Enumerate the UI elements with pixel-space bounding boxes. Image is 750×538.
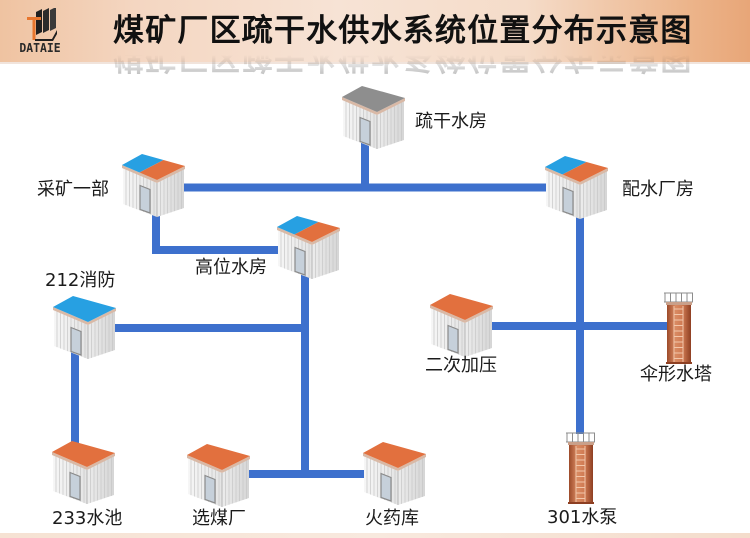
label-301-pump: 301水泵 <box>547 507 618 528</box>
label-coal-preparation-plant: 选煤厂 <box>192 508 246 529</box>
roof-orange-section <box>139 160 185 180</box>
roof-blue-section <box>545 156 587 175</box>
header-banner: DATAIE 煤矿厂区疏干水供水系统位置分布示意图 <box>0 0 750 64</box>
building-233-water-pool[interactable] <box>52 441 115 504</box>
door-icon <box>204 474 216 504</box>
roof-eave <box>277 227 340 245</box>
roof-eave <box>122 165 185 183</box>
logo-icon <box>27 8 57 41</box>
roof-orange-section <box>294 222 340 242</box>
building-coal-preparation-plant[interactable] <box>187 444 250 507</box>
label-212-fire-station: 212消防 <box>45 270 116 291</box>
roof-blue-section <box>277 216 319 235</box>
door-icon <box>380 472 392 502</box>
label-233-water-pool: 233水池 <box>52 508 123 529</box>
tower-base <box>568 502 594 504</box>
roof-blue-section <box>122 154 164 173</box>
logo-bar <box>50 8 56 31</box>
roof-eave <box>430 305 493 323</box>
roof-eave <box>187 455 250 473</box>
logo-text: DATAIE <box>19 41 61 55</box>
roof <box>53 296 116 322</box>
label-distribution-plant: 配水厂房 <box>622 179 694 200</box>
wall-stripes <box>190 459 247 506</box>
roof-eave <box>545 167 608 185</box>
roof <box>342 86 405 112</box>
tower-umbrella-water-tower[interactable] <box>664 292 693 364</box>
tower-cap <box>666 302 692 305</box>
pipe-network <box>71 140 669 478</box>
tower-ladder <box>673 306 684 362</box>
door-icon <box>359 116 371 146</box>
tower-cap <box>568 442 594 445</box>
tower-301-pump[interactable] <box>566 432 595 504</box>
label-high-level-water-house: 高位水房 <box>195 257 267 278</box>
door-icon <box>139 184 151 214</box>
wall-stripes <box>366 457 423 504</box>
logo-bar <box>43 8 49 33</box>
logo-bar <box>36 9 42 35</box>
door-icon <box>69 471 81 501</box>
building-secondary-pressurization[interactable] <box>430 294 493 357</box>
building-shugan-water-house[interactable] <box>342 86 405 149</box>
tower-railing <box>664 292 693 303</box>
roof-eave <box>53 307 116 325</box>
building-high-level-water-house[interactable] <box>277 216 340 279</box>
roof-eave <box>363 453 426 471</box>
logo-t-shape <box>27 17 41 40</box>
door-icon <box>562 186 574 216</box>
logo-base <box>35 30 57 41</box>
tower-body <box>667 305 691 363</box>
label-umbrella-water-tower: 伞形水塔 <box>640 364 712 385</box>
building-distribution-plant[interactable] <box>545 156 608 219</box>
tower-base <box>666 362 692 364</box>
roof <box>187 444 250 470</box>
roof-eave <box>342 97 405 115</box>
roof <box>52 441 115 467</box>
building-mining-dept-1[interactable] <box>122 154 185 217</box>
footer-strip <box>0 533 750 538</box>
wall-stripes <box>125 169 182 216</box>
roof <box>430 294 493 320</box>
label-secondary-pressurization: 二次加压 <box>425 355 497 376</box>
roof <box>363 442 426 468</box>
tower-body <box>569 445 593 503</box>
building-explosives-depot[interactable] <box>363 442 426 505</box>
roof-eave <box>52 452 115 470</box>
label-mining-dept-1: 采矿一部 <box>37 179 109 200</box>
roof-orange-section <box>562 162 608 182</box>
label-shugan-water-house: 疏干水房 <box>415 111 487 132</box>
tower-railing <box>566 432 595 443</box>
door-icon <box>447 324 459 354</box>
page-title: 煤矿厂区疏干水供水系统位置分布示意图 <box>113 13 693 49</box>
building-212-fire-station[interactable] <box>53 296 116 359</box>
label-explosives-depot: 火药库 <box>365 508 419 529</box>
pipe-caikuang-to-gaowei <box>152 212 282 254</box>
door-icon <box>294 246 306 276</box>
tower-ladder <box>575 446 586 502</box>
door-icon <box>70 326 82 356</box>
